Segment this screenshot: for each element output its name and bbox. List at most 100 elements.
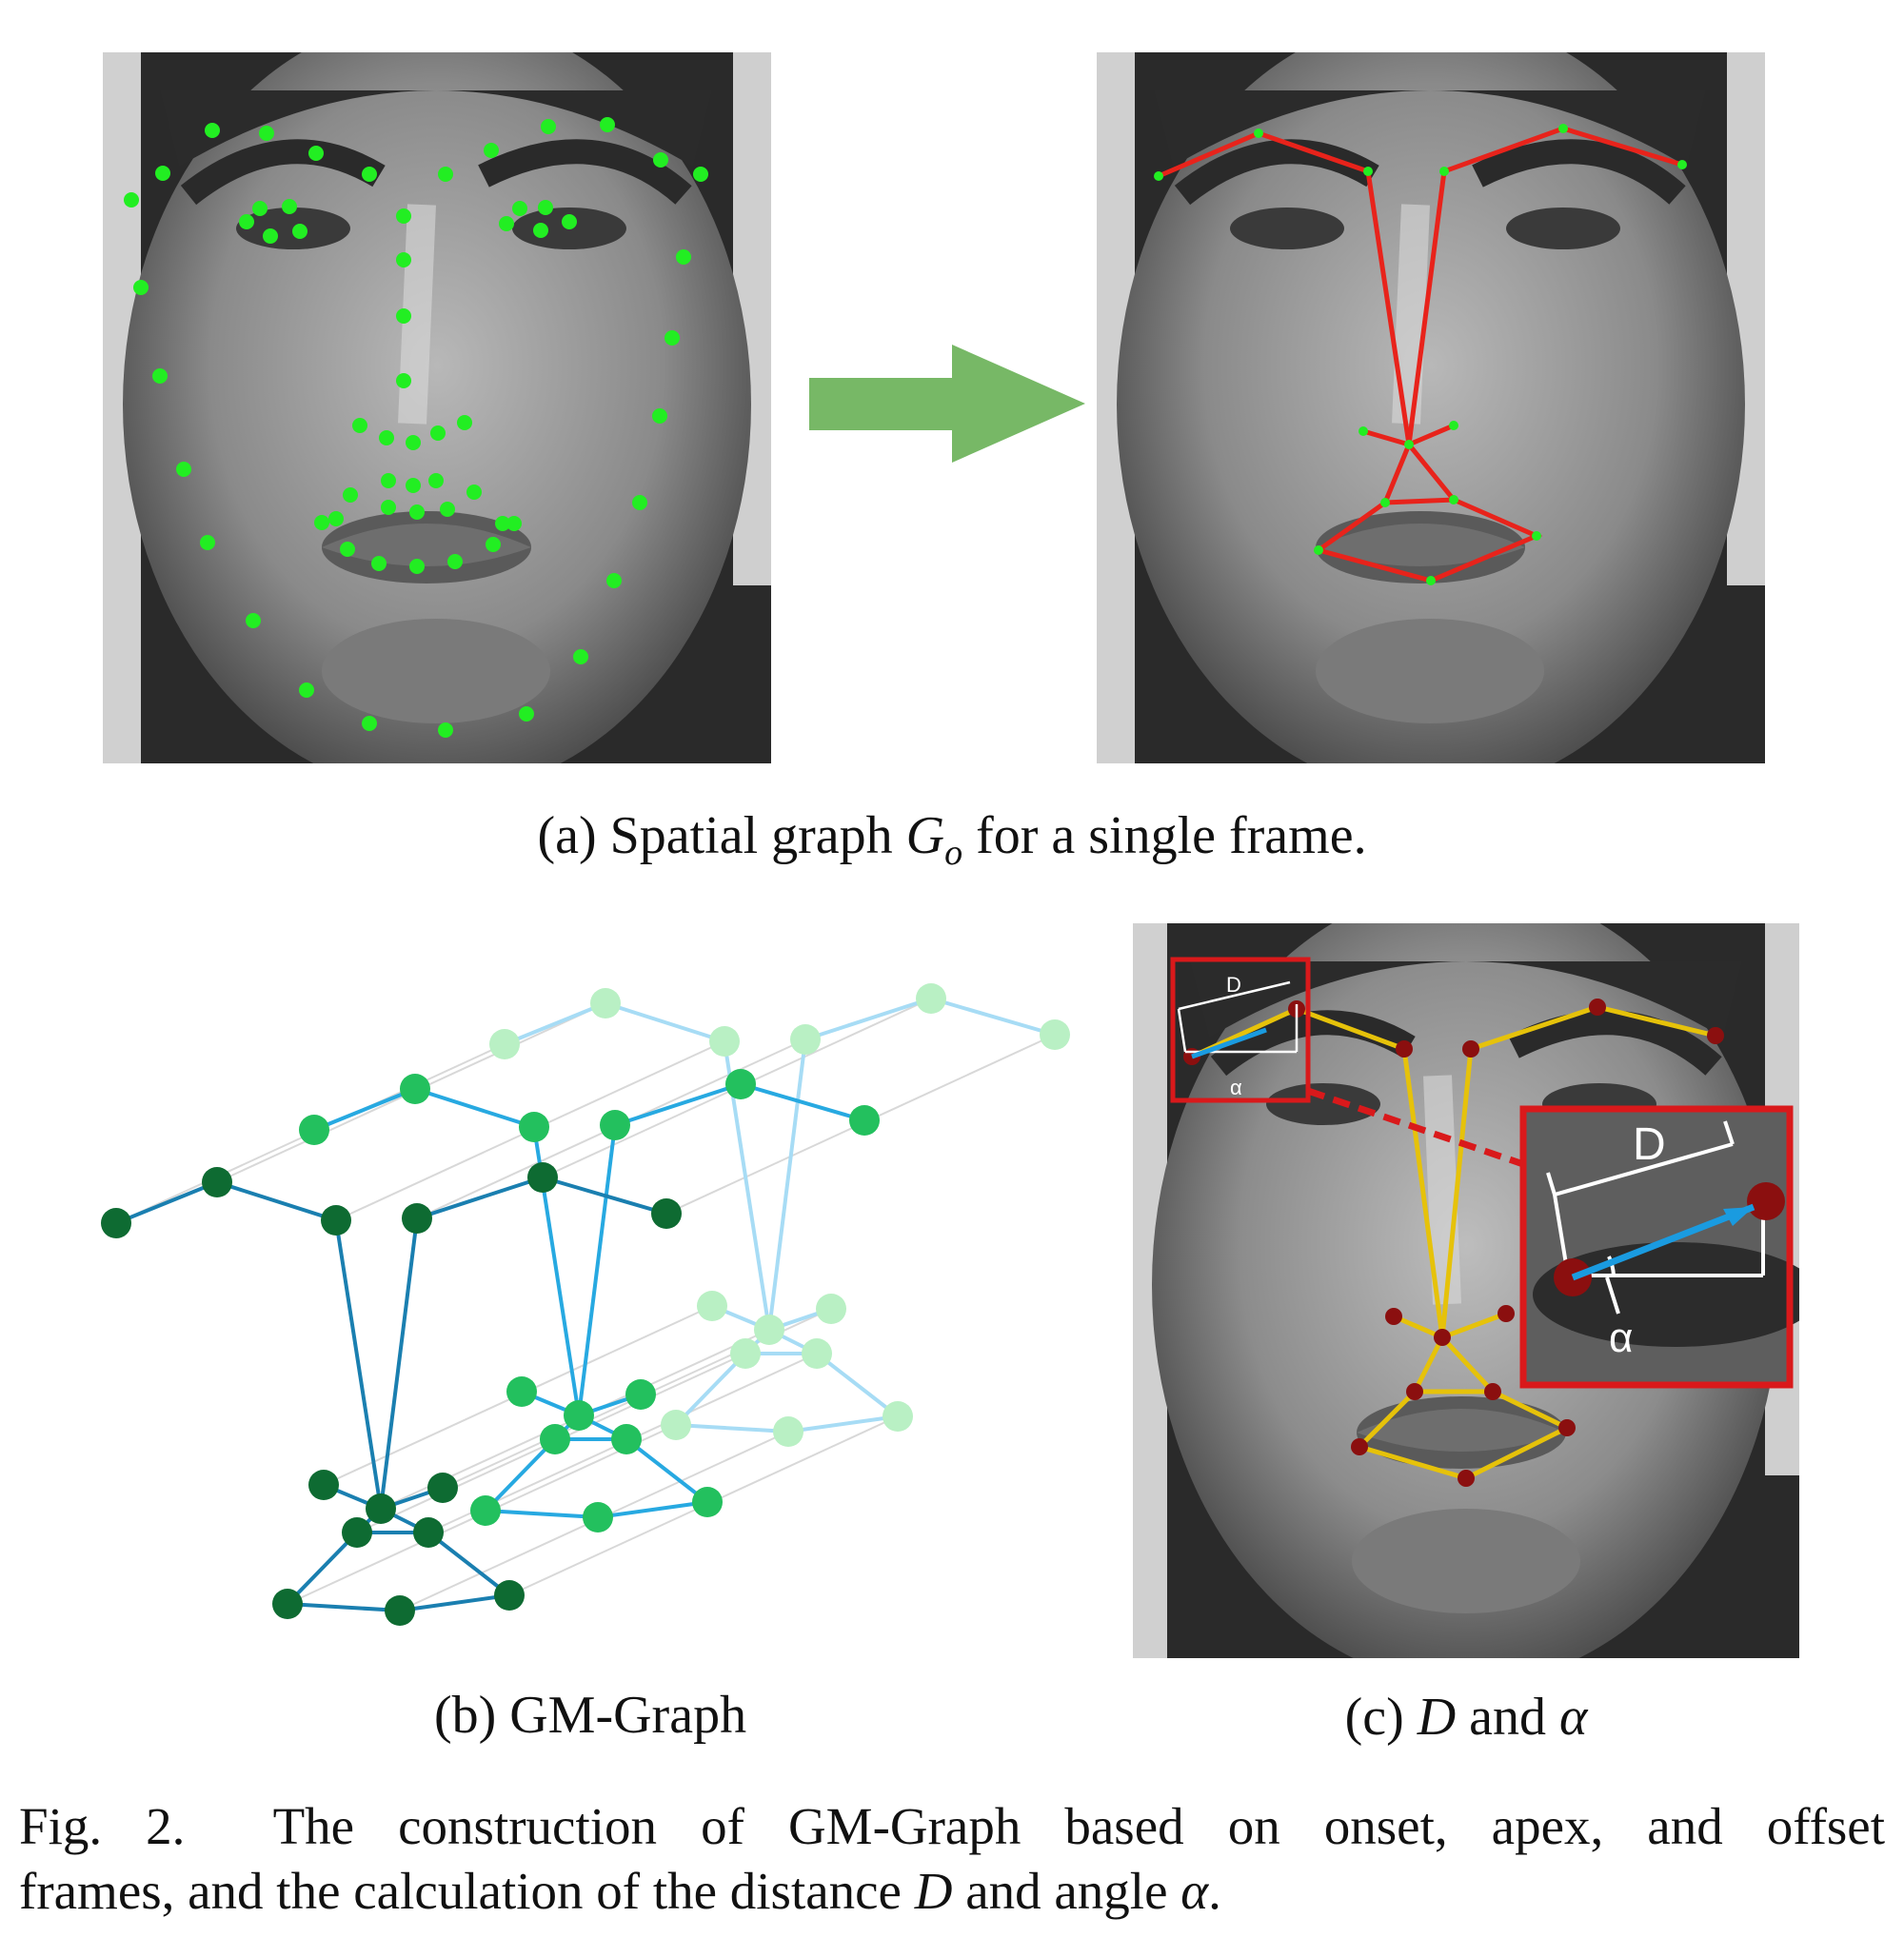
landmark-dot	[396, 373, 411, 388]
onset-edge	[426, 1531, 511, 1597]
apex-edge	[313, 1087, 416, 1132]
apex-node	[849, 1105, 880, 1136]
landmark-dot	[381, 500, 396, 515]
landmark-dot	[541, 119, 556, 134]
landmark-dot	[499, 216, 514, 231]
landmark-dot	[438, 167, 453, 182]
onset-edge	[416, 1176, 544, 1220]
landmark-dot	[292, 224, 307, 239]
apex-node	[470, 1495, 501, 1526]
onset-node	[651, 1198, 682, 1229]
landmark-dot	[676, 249, 691, 265]
apex-edge	[625, 1437, 709, 1504]
face-photo-red-graph	[1097, 52, 1765, 763]
landmark-dot	[314, 515, 329, 530]
landmark-dot	[495, 516, 510, 531]
panel-b-gm-graph: (b) GM-Graph	[0, 914, 1104, 1745]
onset-edge	[115, 1180, 218, 1225]
yellow-graph-nodes	[1183, 999, 1724, 1487]
figure-caption-line-2: frames, and the calculation of the dista…	[19, 1862, 1221, 1920]
offset-node	[816, 1294, 846, 1324]
right-arrow-icon	[809, 345, 1085, 463]
onset-node	[272, 1589, 303, 1619]
onset-node	[494, 1580, 525, 1611]
landmark-dot	[343, 487, 358, 503]
apex-edge	[597, 1500, 708, 1519]
landmark-dot	[239, 214, 254, 229]
landmark-dot	[409, 504, 425, 520]
landmark-dot	[308, 146, 324, 161]
zoom-connector	[1306, 1087, 1525, 1168]
onset-edge	[334, 1219, 383, 1510]
apex-node	[506, 1376, 537, 1407]
offset-edge	[504, 1001, 606, 1046]
landmark-dot	[371, 556, 387, 571]
offset-node	[916, 983, 946, 1014]
offset-edge	[815, 1352, 900, 1418]
offset-node	[661, 1410, 691, 1440]
landmark-dot	[340, 542, 355, 557]
offset-node	[773, 1416, 803, 1447]
landmark-dot	[519, 706, 534, 722]
onset-node	[527, 1162, 558, 1193]
landmark-dot	[573, 649, 588, 664]
offset-node	[709, 1026, 740, 1057]
subfigure-c-caption: (c) D and α	[1344, 1688, 1588, 1747]
landmark-dot	[409, 559, 425, 574]
apex-edge	[485, 1509, 599, 1519]
landmark-dot	[428, 473, 444, 488]
small-alpha-label: α	[1230, 1076, 1242, 1099]
landmark-dot	[652, 408, 667, 424]
landmark-dot	[200, 535, 215, 550]
landmark-dot	[430, 425, 446, 441]
landmark-dot	[606, 573, 622, 588]
gm-graph-diagram	[101, 983, 1070, 1626]
offset-node	[754, 1315, 784, 1345]
landmark-dot	[396, 208, 411, 224]
landmark-dot	[512, 201, 527, 216]
landmark-dot	[396, 252, 411, 267]
offset-frame-graph	[489, 983, 1070, 1447]
landmark-dot	[152, 368, 168, 384]
landmark-dot	[484, 143, 499, 158]
landmark-dot	[362, 716, 377, 731]
big-alpha-label: α	[1609, 1315, 1633, 1361]
onset-node	[101, 1208, 131, 1238]
landmark-dot	[562, 214, 577, 229]
apex-node	[519, 1112, 549, 1142]
onset-edge	[216, 1180, 337, 1222]
subfigure-a-caption: (a) Spatial graph Go for a single frame.	[537, 806, 1367, 874]
landmark-dot	[379, 430, 394, 445]
landmark-dot	[282, 199, 297, 214]
landmark-dot	[252, 201, 268, 216]
onset-node	[413, 1517, 444, 1548]
apex-edge	[414, 1087, 535, 1129]
landmark-dot	[259, 126, 274, 141]
onset-frame-graph	[101, 1162, 682, 1626]
red-graph-nodes	[1154, 124, 1687, 585]
offset-node	[790, 1024, 821, 1055]
apex-node	[400, 1074, 430, 1104]
landmark-dot	[155, 166, 170, 181]
small-zoom-box	[1170, 957, 1311, 1103]
face-photo-yellow-graph: D α	[1133, 923, 1799, 1658]
figure-caption-line-1: Fig. 2. The construction of GM-Graph bas…	[19, 1797, 1885, 1855]
apex-node	[725, 1069, 756, 1099]
landmark-dot	[447, 554, 463, 569]
apex-node	[299, 1115, 329, 1145]
apex-node	[625, 1379, 656, 1410]
landmark-dot	[438, 722, 453, 738]
offset-node	[590, 988, 621, 1018]
onset-node	[385, 1595, 415, 1626]
landmark-dot	[133, 280, 149, 295]
landmark-dot	[328, 511, 344, 526]
landmark-dot	[263, 228, 278, 244]
facial-landmark-dots	[124, 117, 708, 738]
onset-edge	[542, 1176, 667, 1216]
landmark-dot	[362, 167, 377, 182]
apex-node	[692, 1487, 723, 1517]
offset-edge	[787, 1414, 899, 1434]
landmark-dot	[205, 123, 220, 138]
onset-node	[402, 1203, 432, 1234]
onset-node	[321, 1205, 351, 1236]
